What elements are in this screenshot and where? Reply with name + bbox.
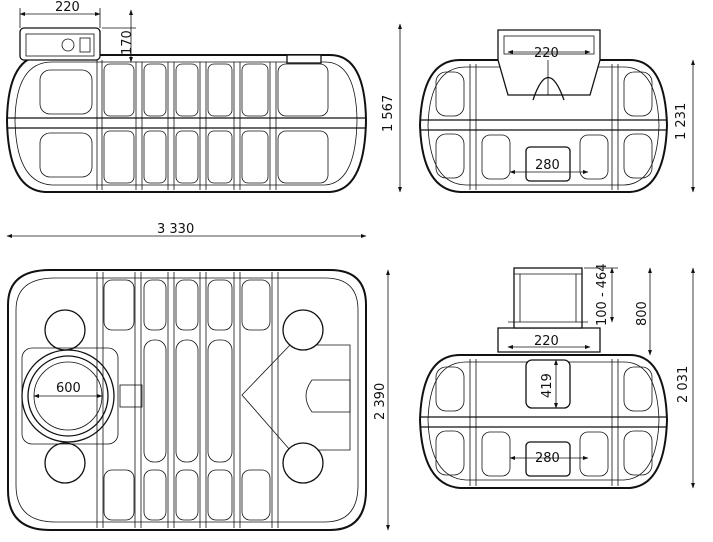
ext-outlet-height-label: 419	[540, 373, 555, 398]
ext-outlet-width-label: 280	[535, 451, 560, 466]
end-outlet-width-label: 280	[535, 158, 560, 173]
top-view: 600 2 390	[7, 269, 390, 531]
side-height-label: 1 567	[381, 95, 396, 132]
ext-neck-width-label: 220	[534, 334, 559, 349]
end-height-label: 1 231	[674, 103, 689, 140]
ext-extension-height-label: 800	[635, 301, 650, 326]
top-width-label: 2 390	[373, 383, 388, 420]
end-neck-width-label: 220	[534, 46, 559, 61]
end-view-extended: 220 419 280 100 - 464 800 2 031	[418, 263, 695, 489]
side-length-label: 3 330	[157, 222, 194, 237]
side-neck-width-label: 220	[55, 0, 80, 15]
side-view: 220 170 1 567 3 330	[5, 0, 402, 238]
side-neck-height-label: 170	[120, 30, 135, 55]
top-opening-diameter-label: 600	[56, 381, 81, 396]
ext-extension-range-label: 100 - 464	[595, 263, 610, 326]
ext-height-label: 2 031	[676, 366, 691, 403]
end-view: 220 280 1 231	[418, 29, 695, 193]
